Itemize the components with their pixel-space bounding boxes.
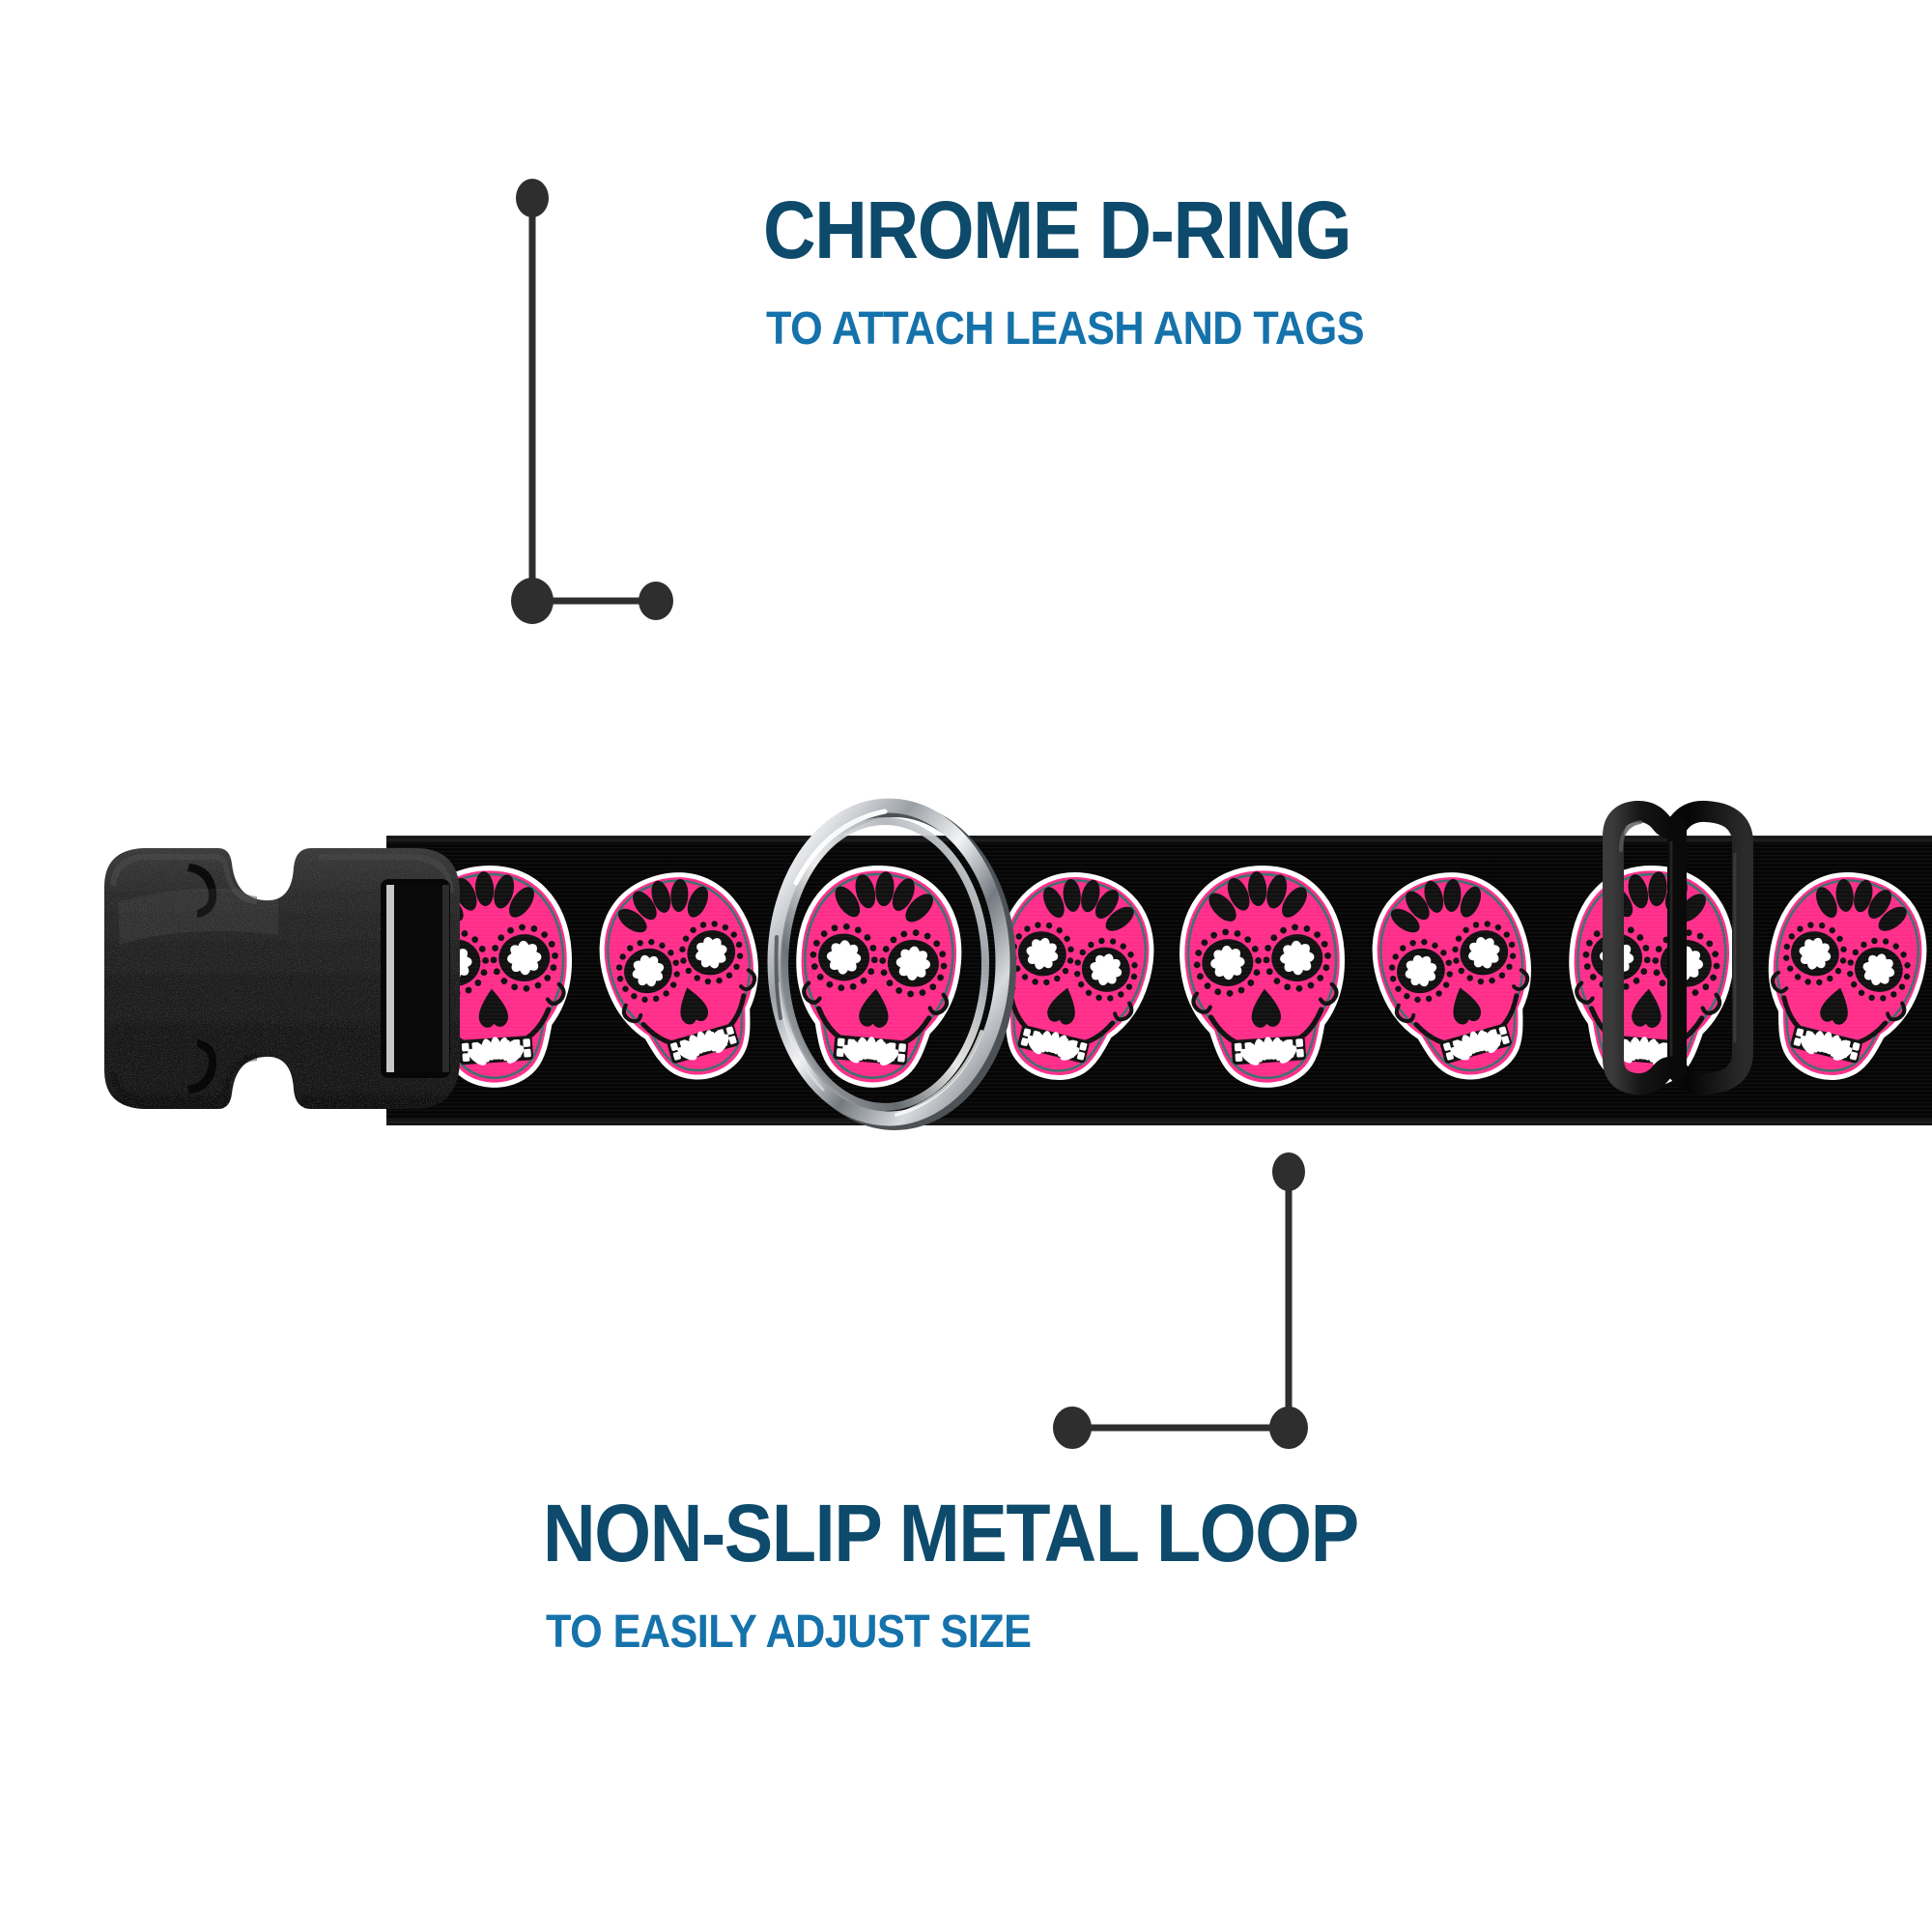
sugar-skull-motif [1167,857,1360,1096]
sugar-skull-motif [587,857,781,1096]
leader-chrome-d-ring [511,179,673,624]
sugar-skull-pattern [386,836,1932,1125]
leader-dot-corner-top [511,578,554,624]
leader-dot-corner-bottom [1269,1406,1308,1449]
side-release-buckle [75,810,500,1148]
sugar-skull-motif [1747,857,1932,1096]
sugar-skull-motif [974,857,1167,1096]
sugar-skull-motif [781,857,974,1096]
leader-dot-title-bottom [1053,1406,1092,1449]
callout-title-chrome-d-ring: CHROME D-RING [763,185,1352,275]
leader-dot-anchor-dring [639,582,673,620]
leader-dot-title-top [516,179,549,217]
strap-edge-bottom [386,1119,1932,1125]
callout-title-non-slip-metal-loop: NON-SLIP METAL LOOP [543,1488,1359,1578]
chrome-d-ring [761,790,1022,1138]
leader-non-slip-metal-loop [1053,1152,1308,1449]
callout-subtitle-chrome-d-ring: TO ATTACH LEASH AND TAGS [766,303,1365,355]
sugar-skull-motif [1360,857,1553,1096]
leader-dot-anchor-loop [1272,1152,1305,1191]
strap-edge-top [386,836,1932,842]
adjuster-loop [1592,798,1766,1097]
callout-subtitle-non-slip-metal-loop: TO EASILY ADJUST SIZE [546,1606,1032,1658]
